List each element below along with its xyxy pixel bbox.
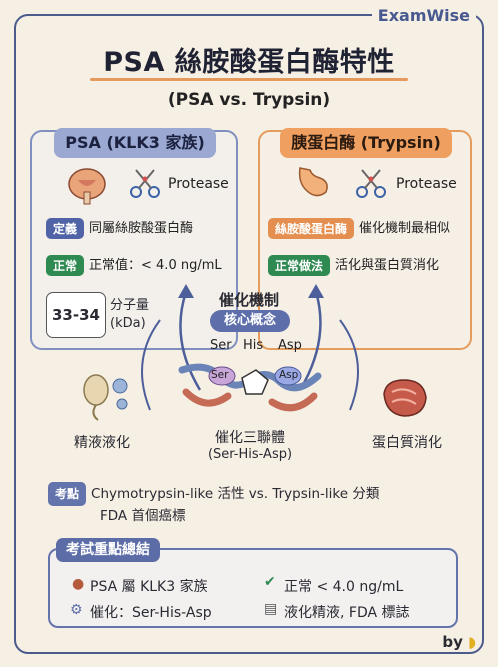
page-subtitle: (PSA vs. Trypsin) bbox=[167, 90, 331, 110]
prostate-icon: ● bbox=[72, 576, 85, 592]
molecular-weight-box: 33-34 bbox=[46, 292, 106, 338]
summary-item-catalysis: 催化：Ser-His-Asp bbox=[90, 605, 212, 621]
summary-header: 考試重點總結 bbox=[56, 538, 160, 562]
trypsin-protease-label: Protease bbox=[396, 176, 457, 192]
exam-tag: 考點 bbox=[48, 482, 87, 506]
definition-text: 同屬絲胺酸蛋白酶 bbox=[89, 221, 194, 236]
psa-normal-row: 正常正常值：< 4.0 ng/mL bbox=[46, 254, 222, 276]
summary-item-family: PSA 屬 KLK3 家族 bbox=[90, 579, 208, 595]
mechanism-text: 催化機制最相似 bbox=[359, 221, 451, 236]
exam-line1: Chymotrypsin-like 活性 vs. Trypsin-like 分類 bbox=[91, 486, 380, 502]
footer-credit: by ◗ bbox=[442, 633, 476, 651]
molecular-weight-label-line1: 分子量 bbox=[110, 298, 150, 313]
residue-label-ser: Ser bbox=[210, 338, 232, 353]
triad-asp-marker: Asp bbox=[279, 369, 299, 381]
trypsin-practice-row: 正常做法活化與蛋白質消化 bbox=[268, 254, 439, 276]
triad-ser-marker: Ser bbox=[211, 369, 229, 381]
brand-logo: ExamWise bbox=[371, 6, 476, 25]
summary-item-marker: 液化精液, FDA 標誌 bbox=[284, 605, 410, 621]
definition-tag: 定義 bbox=[46, 218, 85, 239]
page-frame bbox=[14, 14, 484, 654]
core-concept-pill: 核心概念 bbox=[210, 310, 290, 332]
catalytic-triad-icon bbox=[178, 363, 322, 412]
practice-text: 活化與蛋白質消化 bbox=[335, 258, 440, 273]
molecular-weight-label-line2: (kDa) bbox=[110, 316, 146, 331]
meat-protein-icon bbox=[383, 379, 427, 417]
trypsin-mechanism-row: 絲胺酸蛋白酶催化機制最相似 bbox=[268, 217, 450, 239]
trypsin-panel: 胰蛋白酶 (Trypsin) bbox=[258, 128, 472, 350]
practice-tag: 正常做法 bbox=[268, 255, 331, 276]
prostate-icon bbox=[68, 168, 106, 205]
liquefaction-caption: 精液液化 bbox=[74, 435, 130, 451]
triad-caption: 催化三聯體 (Ser-His-Asp) bbox=[175, 427, 325, 462]
exam-line2: FDA 首個癌標 bbox=[100, 508, 186, 524]
checkmark-icon: ✔ bbox=[264, 574, 276, 590]
trypsin-panel-header: 胰蛋白酶 (Trypsin) bbox=[280, 128, 452, 158]
psa-panel-header: PSA (KLK3 家族) bbox=[54, 128, 216, 158]
molecular-weight-label: 分子量 (kDa) bbox=[110, 297, 149, 333]
normal-text: 正常值：< 4.0 ng/mL bbox=[89, 258, 222, 273]
footer-by-label: by bbox=[442, 633, 463, 651]
stomach-icon bbox=[298, 167, 328, 197]
document-icon: ▤ bbox=[264, 601, 278, 617]
scissors-icon bbox=[130, 169, 160, 198]
title-underline bbox=[90, 78, 408, 81]
residue-label-his: His bbox=[243, 338, 264, 353]
mechanism-title: 催化機制 bbox=[218, 291, 279, 309]
serine-protease-tag: 絲胺酸蛋白酶 bbox=[268, 218, 355, 239]
triad-caption-line1: 催化三聯體 bbox=[215, 430, 285, 446]
normal-tag: 正常 bbox=[46, 255, 85, 276]
triad-caption-line2: (Ser-His-Asp) bbox=[207, 447, 293, 462]
summary-item-normal: 正常 < 4.0 ng/mL bbox=[284, 579, 404, 595]
protein-digestion-caption: 蛋白質消化 bbox=[372, 435, 442, 451]
page-title: PSA 絲胺酸蛋白酶特性 bbox=[103, 47, 395, 78]
banana-icon: ◗ bbox=[468, 633, 476, 651]
psa-protease-label: Protease bbox=[168, 176, 229, 192]
residue-label-asp: Asp bbox=[278, 338, 302, 353]
psa-definition-row: 定義同屬絲胺酸蛋白酶 bbox=[46, 217, 193, 239]
enzyme-icon: ⚙ bbox=[70, 602, 83, 618]
scissors-icon bbox=[356, 169, 386, 198]
sperm-icon bbox=[83, 374, 128, 421]
mechanism-arrows-diagram bbox=[141, 284, 359, 411]
